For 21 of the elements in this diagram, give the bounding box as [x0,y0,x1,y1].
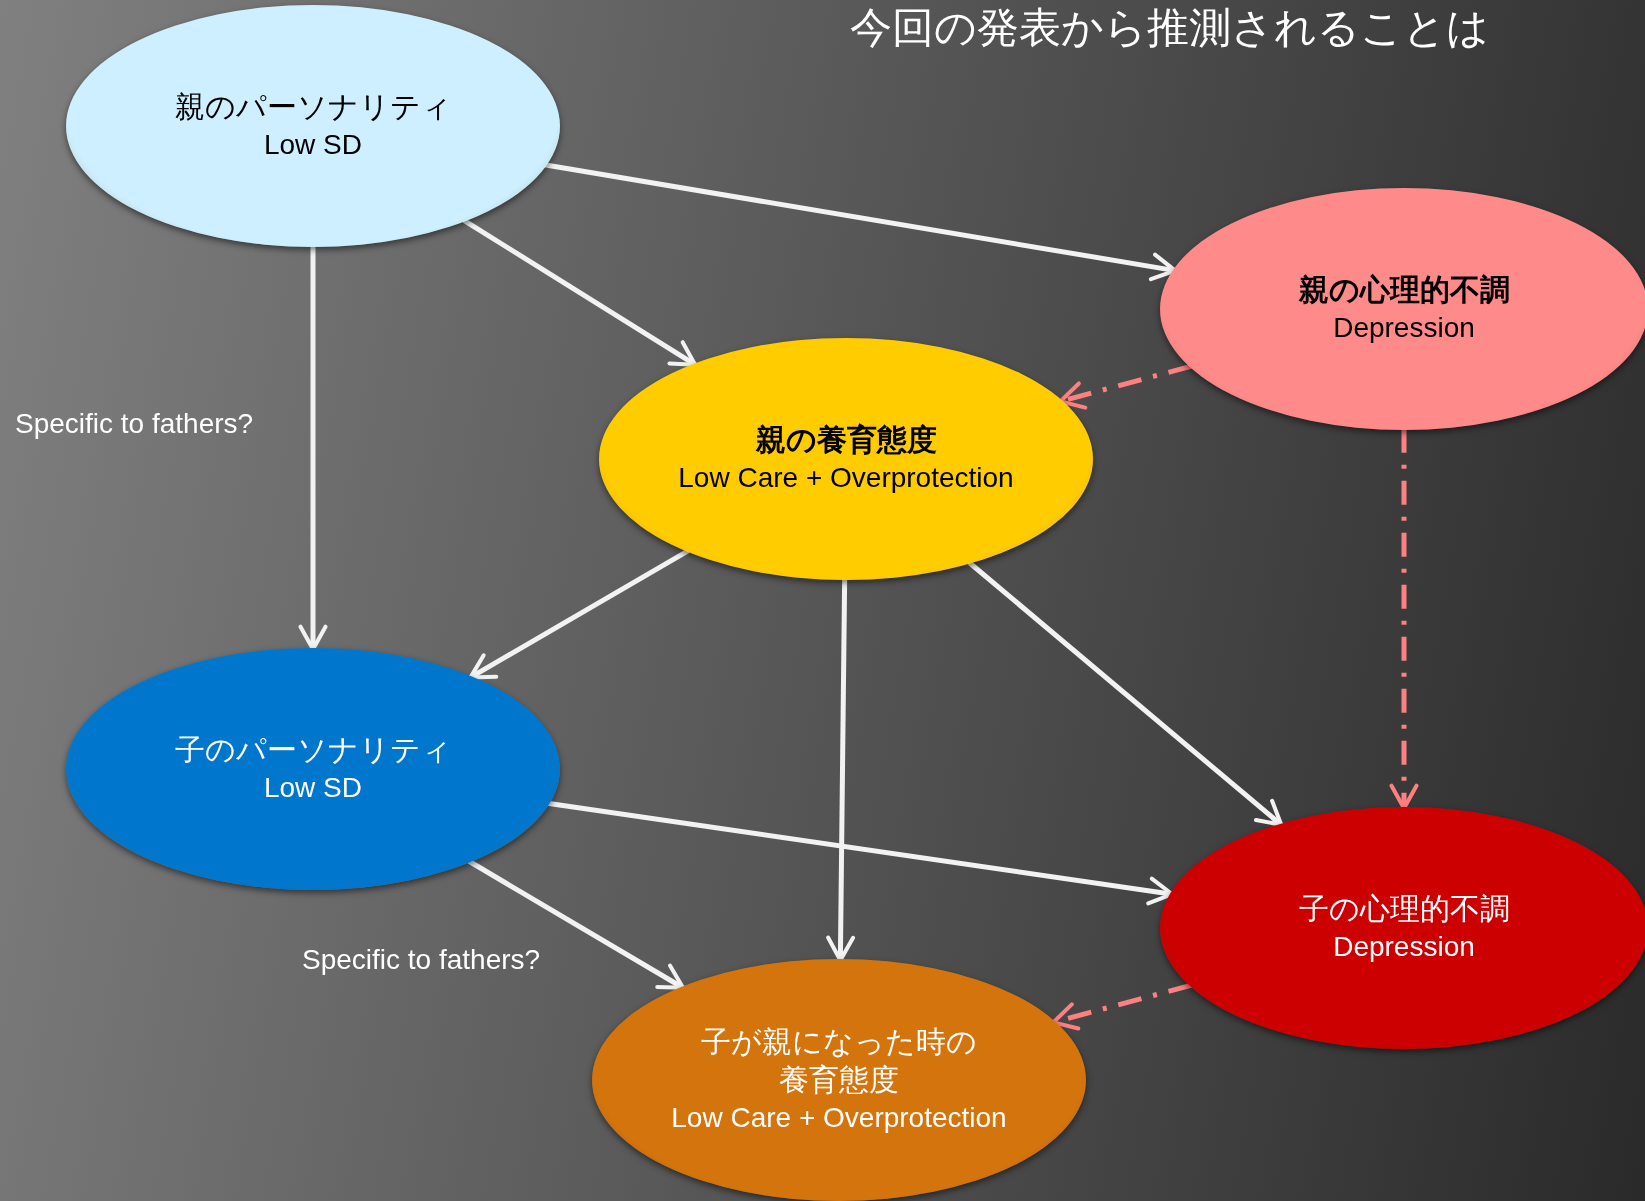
arrow [1058,363,1193,410]
node-title: 親の心理的不調 [1298,272,1510,308]
node-title: 子が親になった時の養育態度 [700,1024,978,1098]
arrow [467,859,685,990]
node-title: 子のパーソナリティ [174,732,452,768]
node-subtitle: Depression [1333,930,1475,964]
edge-label: Specific to fathers? [302,944,541,976]
node-title: 親のパーソナリティ [174,89,452,125]
node-title: 親の養育態度 [755,422,937,458]
node-subtitle: Low Care + Overprotection [671,1101,1007,1135]
node-title: 子の心理的不調 [1298,891,1510,927]
node-subtitle: Depression [1333,311,1475,345]
arrow [468,548,690,680]
slide-title: 今回の発表から推測されることは [850,3,1489,53]
arrow [967,560,1284,827]
arrow [1051,982,1193,1031]
arrow [462,218,698,367]
node-subtitle: Low SD [263,128,362,162]
node-subtitle: Low Care + Overprotection [678,461,1014,495]
edge-label: Specific to fathers? [15,408,254,440]
node-subtitle: Low SD [263,771,362,805]
